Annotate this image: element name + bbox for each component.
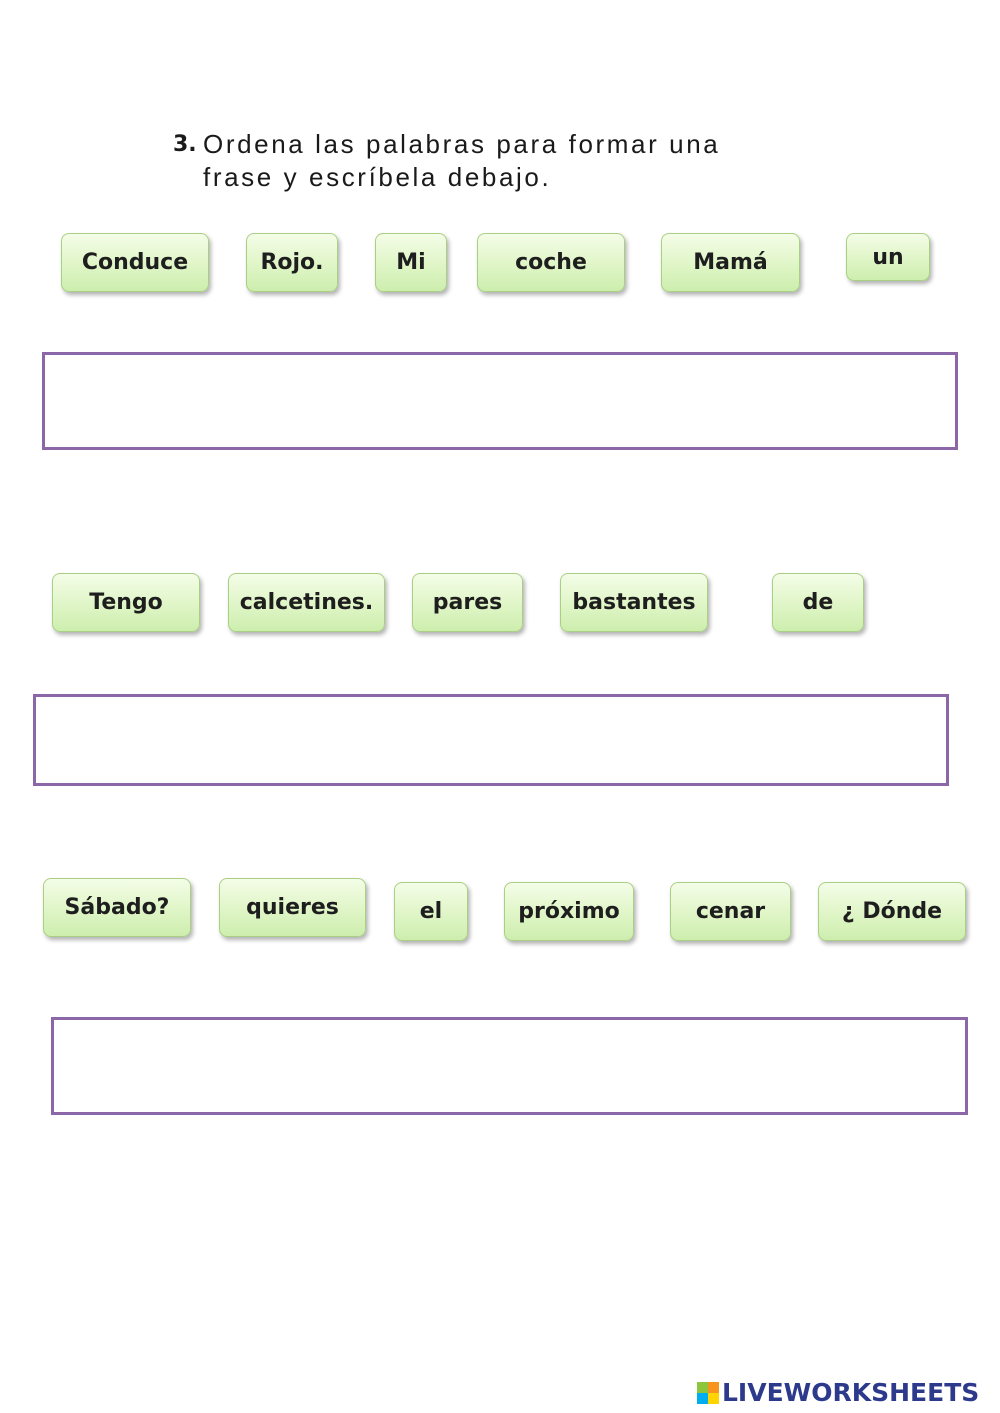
word-tile[interactable]: Conduce [61,233,209,292]
word-tile[interactable]: cenar [670,882,791,941]
answer-box-3[interactable] [51,1017,968,1115]
liveworksheets-logo-icon [697,1382,719,1404]
word-tile[interactable]: próximo [504,882,634,941]
word-tile[interactable]: Sábado? [43,878,191,937]
instruction-text: Ordena las palabras para formar una fras… [203,128,720,194]
word-tile[interactable]: Mamá [661,233,800,292]
instruction: 3. Ordena las palabras para formar una f… [173,128,853,194]
word-tile[interactable]: un [846,233,930,281]
word-tile[interactable]: bastantes [560,573,708,632]
instruction-number: 3. [173,132,197,157]
word-tile[interactable]: pares [412,573,523,632]
word-tile[interactable]: Tengo [52,573,200,632]
liveworksheets-logo: LIVEWORKSHEETS [697,1378,979,1408]
word-tile[interactable]: coche [477,233,625,292]
instruction-line-2: frase y escríbela debajo. [203,162,552,192]
instruction-line-1: Ordena las palabras para formar una [203,129,721,159]
answer-box-2[interactable] [33,694,949,786]
word-tile[interactable]: Rojo. [246,233,338,292]
word-tile[interactable]: quieres [219,878,366,937]
word-tile[interactable]: el [394,882,468,941]
word-tile[interactable]: ¿ Dónde [818,882,966,941]
word-tile[interactable]: calcetines. [228,573,385,632]
word-tile[interactable]: de [772,573,864,632]
logo-text: LIVEWORKSHEETS [722,1378,980,1407]
answer-box-1[interactable] [42,352,958,450]
word-tile[interactable]: Mi [375,233,447,292]
